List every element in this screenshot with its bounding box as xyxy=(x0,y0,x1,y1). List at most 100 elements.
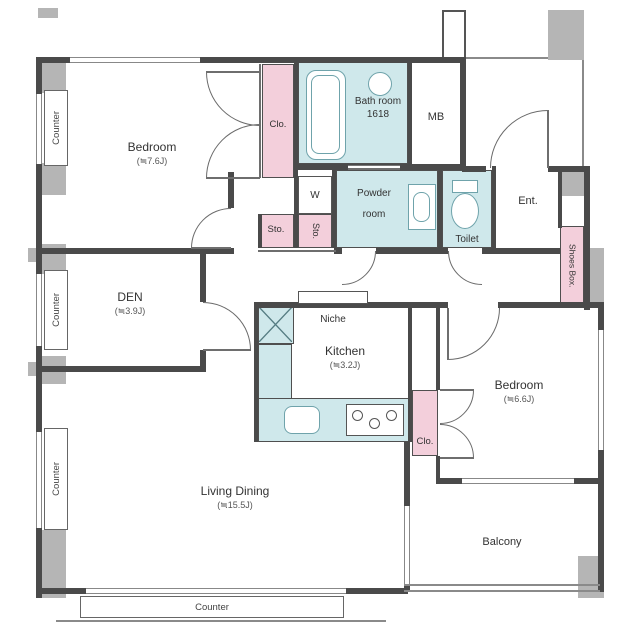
wall-ent-top-1 xyxy=(462,166,486,172)
entrance-label: Ent. xyxy=(506,190,550,211)
shoes-box-area xyxy=(560,226,584,306)
toilet-name: Toilet xyxy=(455,234,479,245)
powder-name: Powder room xyxy=(357,188,391,220)
counter-left-bottom-label: Counter xyxy=(50,462,62,496)
bedroom1-label: Bedroom (≒7.6J) xyxy=(92,140,212,167)
den-size: (≒3.9J) xyxy=(114,305,146,316)
fridge-cross-icon xyxy=(259,307,292,342)
counter-left-top-label: Counter xyxy=(50,111,62,145)
bath-label: Bath room 1618 xyxy=(350,95,406,121)
den-door-leaf xyxy=(203,349,251,351)
closet2-label: Clo. xyxy=(411,430,439,451)
toilet-label: Toilet xyxy=(444,228,490,249)
window-left-top xyxy=(36,94,42,164)
storage2-area xyxy=(298,214,332,248)
bathtub-inner xyxy=(311,75,340,154)
niche-name: Niche xyxy=(320,314,346,325)
bath-stool xyxy=(368,72,392,96)
window-bedroom2-right xyxy=(598,330,604,450)
niche-recess xyxy=(298,291,368,304)
wall-den-right-2 xyxy=(200,350,206,372)
toilet-bowl xyxy=(451,193,479,229)
window-living-balcony xyxy=(404,506,410,586)
mb-label: MB xyxy=(418,106,454,127)
washing-machine-label: W xyxy=(310,189,320,201)
corridor-edge-right xyxy=(582,60,584,166)
niche-label: Niche xyxy=(309,308,357,329)
bedroom1-size: (≒7.6J) xyxy=(136,155,168,166)
outer-sill-bottom xyxy=(56,620,386,622)
closet2-area xyxy=(412,390,438,456)
wall-hall-north-4 xyxy=(482,248,560,254)
powder-vanity-basin xyxy=(413,192,430,222)
wall-hall-north-1 xyxy=(36,248,234,254)
window-left-mid xyxy=(36,274,42,346)
window-bedroom2-balcony xyxy=(462,478,574,484)
closet1-area xyxy=(262,64,294,178)
stove-burner-3 xyxy=(386,410,397,421)
pillar-top-left-stub xyxy=(38,8,58,18)
storage1-name: Sto. xyxy=(267,224,285,235)
balcony-name: Balcony xyxy=(482,536,522,548)
wall-den-bottom xyxy=(36,366,206,372)
wall-hall-north-2 xyxy=(334,248,342,254)
shoes-box-name: Shoes Box. xyxy=(567,244,578,288)
balcony-label: Balcony xyxy=(470,531,534,552)
kitchen-sink xyxy=(284,406,320,434)
powder-vanity xyxy=(408,184,436,230)
storage-door-line xyxy=(258,250,336,252)
mb-name: MB xyxy=(427,111,445,123)
kitchen-counter-vertical xyxy=(258,344,292,400)
kitchen-name: Kitchen xyxy=(324,344,366,358)
bedroom2-label: Bedroom (≒6.6J) xyxy=(460,378,578,405)
counter-bottom: Counter xyxy=(80,596,344,618)
wall-bedroom2-left-2 xyxy=(436,456,440,482)
wall-bedroom2-top-1 xyxy=(412,302,448,308)
wall-kitchen-left xyxy=(254,302,258,442)
wall-right-upper xyxy=(584,166,590,310)
counter-left-bottom: Counter xyxy=(44,428,68,530)
kitchen-size: (≒3.2J) xyxy=(329,359,361,370)
bath-size: 1618 xyxy=(366,109,390,120)
closet1-door-line xyxy=(259,64,261,178)
wall-mb-right xyxy=(460,57,466,170)
bath-sliding-door-1 xyxy=(348,165,400,168)
pillar-left-nub-2 xyxy=(28,362,36,376)
wall-toilet-ent xyxy=(492,166,496,250)
closet2-door-leaf-lower xyxy=(440,457,474,459)
living-name: Living Dining xyxy=(200,484,270,498)
pillar-left-nub-1 xyxy=(28,248,36,262)
corridor-edge-top xyxy=(466,57,548,59)
counter-bottom-label: Counter xyxy=(195,601,229,613)
entrance-door-leaf xyxy=(547,110,549,168)
wall-ent-right xyxy=(558,166,562,228)
wall-bath-right xyxy=(408,57,412,170)
washing-machine: W xyxy=(298,176,332,214)
bedroom1-door-leaf xyxy=(191,247,231,249)
den-label: DEN (≒3.9J) xyxy=(100,290,160,317)
wall-hall-north-3 xyxy=(376,248,448,254)
shoes-box-label: Shoes Box. xyxy=(561,230,583,302)
bath-name: Bath room xyxy=(354,96,402,107)
closet1-door-leaf-upper xyxy=(206,71,260,73)
wall-powder-toilet xyxy=(438,170,442,248)
stove-burner-2 xyxy=(369,418,380,429)
wall-ent-top-2 xyxy=(548,166,586,172)
wall-closet1-right xyxy=(294,57,298,248)
bedroom2-name: Bedroom xyxy=(494,378,544,392)
balcony-rail-2 xyxy=(404,590,600,592)
kitchen-label: Kitchen (≒3.2J) xyxy=(310,344,380,371)
wall-powder-left xyxy=(332,170,336,248)
powder-label: Powder room xyxy=(346,182,402,224)
pipe-shaft xyxy=(442,10,466,57)
bedroom1-name: Bedroom xyxy=(127,140,177,154)
window-bedroom1-top xyxy=(70,57,200,63)
window-living-bottom xyxy=(86,588,346,594)
storage2-name: Sto. xyxy=(310,222,321,239)
storage1-label: Sto. xyxy=(260,218,292,239)
wall-top xyxy=(36,57,466,63)
closet2-name: Clo. xyxy=(416,436,434,447)
closet1-name: Clo. xyxy=(269,119,287,130)
bedroom2-size: (≒6.6J) xyxy=(503,393,535,404)
storage1-area xyxy=(258,214,294,248)
